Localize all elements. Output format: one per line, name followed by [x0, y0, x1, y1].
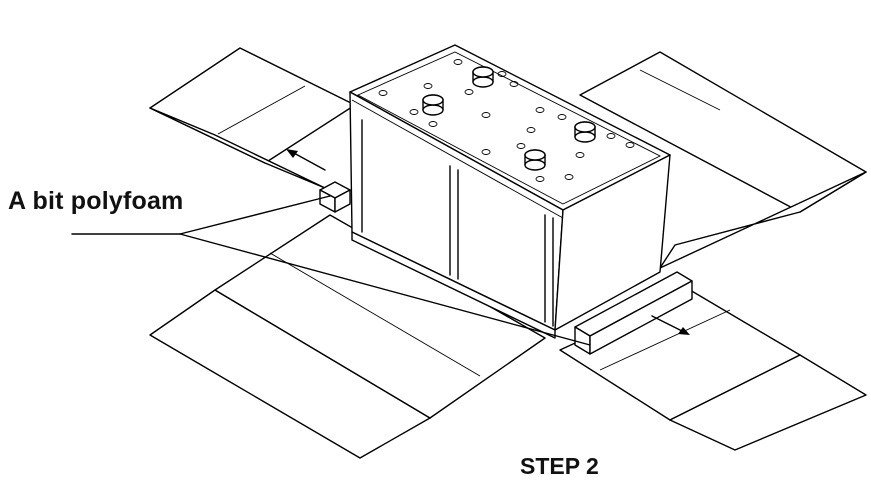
- polyfoam-annotation: A bit polyfoam: [8, 187, 184, 215]
- terminal-post: [574, 121, 596, 143]
- terminal-post: [472, 66, 494, 88]
- terminal-post: [422, 94, 444, 116]
- arrow-left: [286, 149, 326, 171]
- leader-lines: [71, 195, 591, 346]
- arrow-right: [651, 315, 690, 335]
- polyfoam-block-right: [574, 271, 693, 355]
- flap-upper-left: [149, 47, 356, 189]
- flap-upper-right: [579, 51, 867, 269]
- step-label: STEP 2: [520, 453, 599, 479]
- battery-terminals: [378, 59, 635, 182]
- battery-box: [349, 44, 671, 339]
- terminal-post: [524, 149, 546, 171]
- vent-caps: [378, 59, 635, 182]
